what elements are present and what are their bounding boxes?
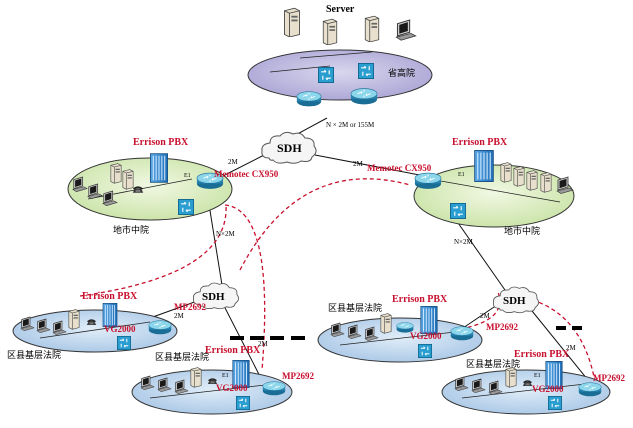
pbx-icon — [474, 150, 494, 182]
mp-label: MP2692 — [282, 371, 314, 381]
svg-text:SDH: SDH — [503, 295, 526, 307]
router-label: Memotec CX950 — [214, 169, 279, 179]
svg-text:2M: 2M — [228, 158, 239, 166]
switch-icon — [450, 203, 466, 219]
router-icon — [350, 88, 378, 105]
court-label: 地市中院 — [113, 224, 149, 236]
pbx-icon — [420, 306, 438, 334]
vg-label: VG2000 — [532, 384, 564, 394]
mp-label: MP2692 — [174, 302, 206, 312]
router-icon — [414, 172, 442, 190]
pbx-icon — [150, 153, 168, 183]
svg-text:2M: 2M — [480, 312, 491, 320]
pbx-label: Errison PBX — [133, 137, 189, 148]
provincial-court-label: 省高院 — [388, 67, 415, 79]
vg-label: VG2000 — [104, 324, 136, 334]
server-icon — [505, 367, 517, 388]
city-court-right-group: E1 Errison PBX Memotec CX950 地市中院 2M N×2… — [353, 137, 575, 246]
server-icon — [68, 309, 80, 330]
sdh-cloud-right: SDH — [492, 286, 540, 314]
svg-text:2M: 2M — [353, 160, 364, 168]
switch-icon — [318, 67, 334, 83]
pbx-label: Errison PBX — [205, 345, 261, 356]
vg-label: VG2000 — [216, 383, 248, 393]
provincial-court-group: Server 省高院 N × 2M or 155M — [247, 4, 433, 129]
county-court-b-group: E1 Errison PBX VG2000 MP2692 区县基层法院 2M — [131, 340, 314, 415]
court-label: 区县基层法院 — [155, 351, 209, 363]
county-court-d-group: E1 Errison PBX VG2000 MP2692 区县基层法院 2M — [441, 344, 625, 415]
svg-text:E1: E1 — [534, 373, 541, 379]
svg-text:E1: E1 — [184, 173, 191, 179]
court-label: 区县基层法院 — [328, 302, 382, 314]
sdh-cloud-center: SDH — [261, 131, 317, 164]
county-court-c-group: Errison PBX VG2000 MP2692 区县基层法院 2M — [317, 294, 518, 363]
svg-text:SDH: SDH — [202, 291, 225, 303]
svg-text:2M: 2M — [174, 312, 185, 320]
switch-icon — [358, 63, 374, 79]
switch-icon — [178, 199, 194, 215]
group-separator-dashes — [230, 326, 582, 340]
switch-icon — [548, 396, 562, 410]
svg-text:E1: E1 — [458, 172, 465, 178]
pbx-label: Errison PBX — [514, 349, 570, 360]
svg-text:2M: 2M — [258, 340, 269, 348]
trunk-link-label: N × 2M or 155M — [326, 121, 375, 129]
court-label: 区县基层法院 — [7, 349, 61, 361]
vg-label: VG2000 — [410, 331, 442, 341]
router-icon — [296, 91, 322, 107]
server-icon — [190, 367, 202, 388]
mp-label: MP2692 — [486, 322, 518, 332]
router-icon — [262, 381, 286, 396]
router-icon — [578, 382, 602, 397]
svg-text:N×2M: N×2M — [454, 238, 474, 246]
switch-icon — [236, 396, 250, 410]
router-icon — [148, 320, 172, 335]
router-label: Memotec CX950 — [367, 163, 432, 173]
mp-label: MP2692 — [593, 373, 625, 383]
court-label: 地市中院 — [504, 225, 540, 237]
city-court-left-group: E1 Errison PBX Memotec CX950 地市中院 2M N×2… — [67, 137, 279, 238]
pbx-label: Errison PBX — [452, 137, 508, 148]
server-icon — [380, 313, 392, 334]
switch-icon — [117, 336, 131, 350]
sdh-cloud-left: SDH — [192, 282, 240, 310]
pbx-label: Errison PBX — [82, 291, 138, 302]
court-label: 区县基层法院 — [466, 358, 520, 370]
svg-text:N×2M: N×2M — [216, 230, 236, 238]
svg-text:E1: E1 — [222, 373, 229, 379]
pbx-label: Errison PBX — [392, 294, 448, 305]
switch-icon — [418, 344, 432, 358]
svg-text:2M: 2M — [566, 344, 577, 352]
router-icon — [450, 326, 474, 341]
county-court-a-group: Errison PBX VG2000 MP2692 区县基层法院 2M — [7, 291, 206, 361]
provincial-court-oval — [247, 49, 433, 101]
server-label: Server — [326, 4, 355, 15]
svg-text:SDH: SDH — [277, 141, 302, 155]
